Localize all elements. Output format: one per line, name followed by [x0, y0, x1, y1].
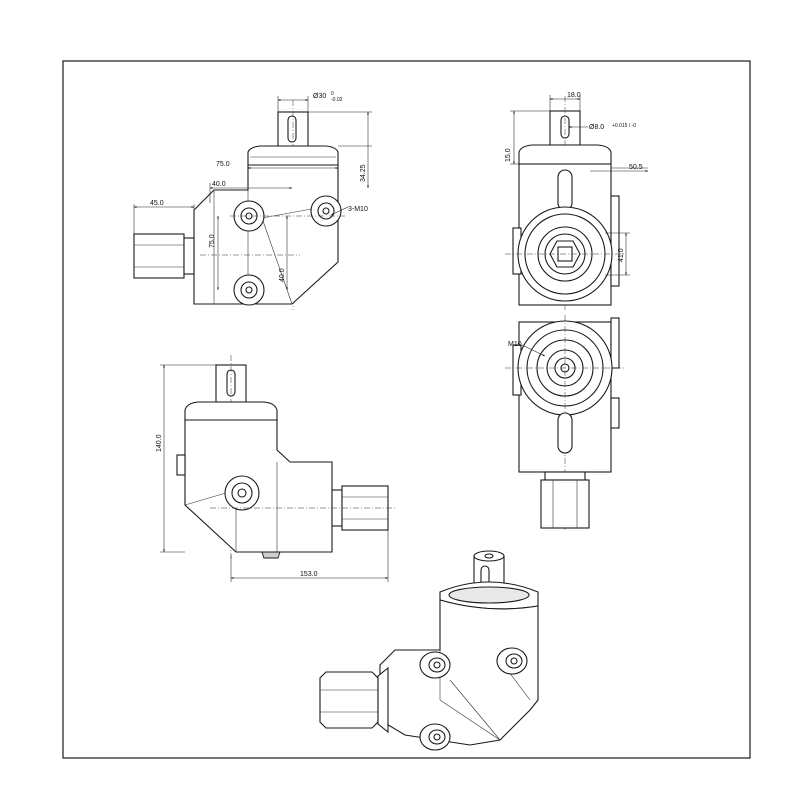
isometric-view: [319, 550, 539, 751]
dim-bore-diameter: Ø8.0: [589, 124, 604, 131]
dim-34-25: 34.25: [360, 164, 367, 182]
front-view: Ø30 0 -0.02 34.25 75.0 40.0 45.0 75.0 40…: [133, 91, 372, 310]
dim-140: 140.0: [156, 434, 163, 452]
dim-45: 45.0: [150, 200, 164, 207]
dim-50-5: 50.5: [629, 164, 643, 171]
rear-view: M10: [505, 315, 625, 530]
dim-bore-tol: +0.015 / -0: [612, 123, 636, 129]
dim-40-vertical: 40.0: [279, 268, 286, 282]
dim-m10: M10: [508, 341, 522, 348]
dim-3-m10: 3-M10: [348, 206, 368, 213]
side-view: 18.0 Ø8.0 +0.015 / -0 15.0 50.5 41.0: [505, 92, 649, 310]
dim-153: 153.0: [300, 571, 318, 578]
dim-75-vertical: 75.0: [209, 234, 216, 248]
dim-41: 41.0: [618, 248, 625, 262]
dim-shaft-tol-upper: 0: [331, 91, 334, 97]
dim-shaft-tol-lower: -0.02: [331, 97, 343, 103]
dim-15: 15.0: [505, 148, 512, 162]
top-view: 140.0 153.0: [156, 355, 395, 582]
dim-shaft-diameter: Ø30: [313, 93, 326, 100]
dim-75-horizontal: 75.0: [216, 161, 230, 168]
dim-18: 18.0: [567, 92, 581, 99]
drawing-border: [62, 60, 751, 759]
dim-40-horizontal: 40.0: [212, 181, 226, 188]
